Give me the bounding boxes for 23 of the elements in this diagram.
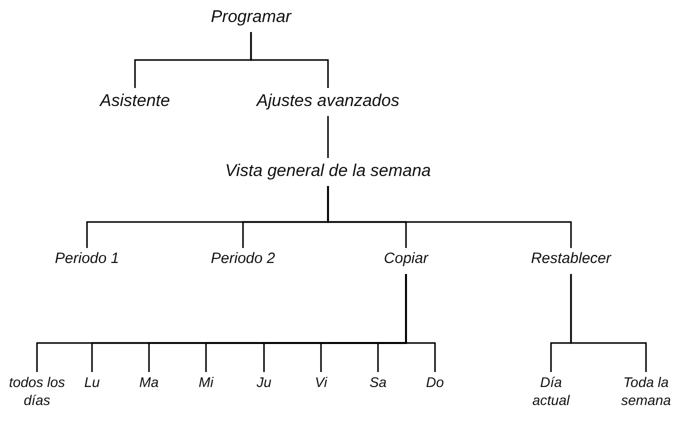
connector-line [327,186,572,248]
node-label: Programar [196,6,306,28]
node-label: Copiar [371,250,441,269]
node-label: Periodo 2 [198,250,288,269]
connector-line [250,32,329,88]
connector-line [327,116,329,158]
connector-line [570,274,647,372]
node-label: Sa [363,374,393,392]
node-label: Vista general de la semana [193,160,463,182]
node-label: Periodo 1 [42,250,132,269]
node-label: Día actual [526,374,576,409]
node-label: Lu [77,374,107,392]
node-label: Ma [134,374,164,392]
node-label: Do [420,374,450,392]
node-label: Vi [306,374,336,392]
connector-line [405,274,436,372]
node-label: Toda la semana [611,374,681,409]
node-label: todos los días [6,374,68,409]
node-label: Mi [191,374,221,392]
node-label: Asistente [90,90,180,112]
node-label: Restablecer [521,250,621,269]
node-label: Ju [249,374,279,392]
node-label: Ajustes avanzados [243,90,413,112]
